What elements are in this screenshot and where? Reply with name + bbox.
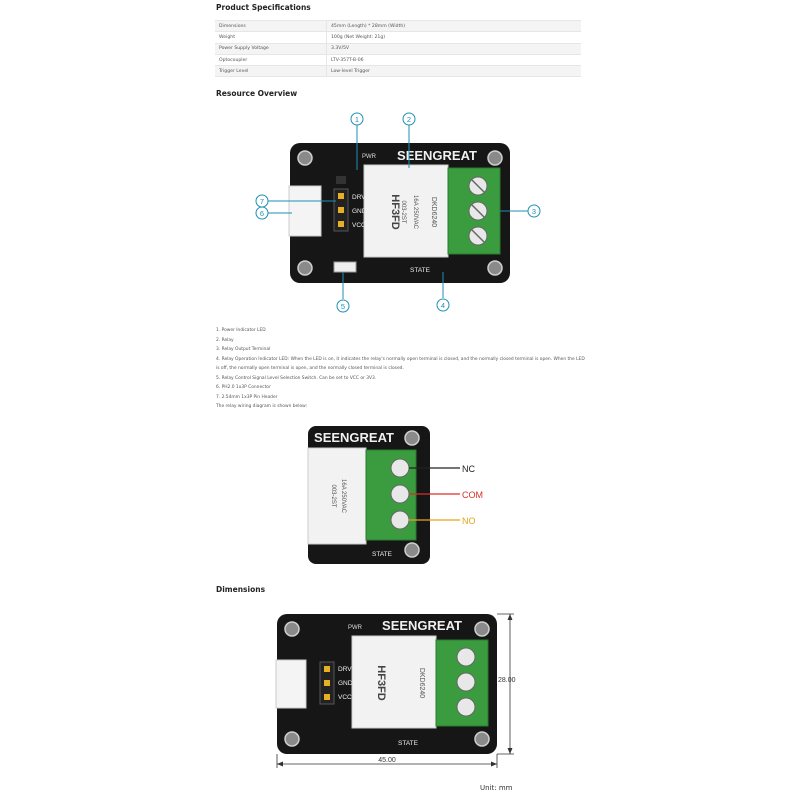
list-item: The relay wiring diagram is shown below: [216,404,307,409]
brand-label: SEENGREAT [314,430,394,445]
relay-rating: 16A 250VAC [412,195,418,230]
svg-text:SEENGREAT: SEENGREAT [382,618,462,633]
brand-label: SEENGREAT [397,148,477,163]
svg-text:STATE: STATE [372,551,393,558]
list-item: 1. Power Indicator LED [216,328,266,333]
svg-text:003-2ST: 003-2ST [330,484,336,507]
callout-4 [436,298,450,312]
height-dimension: 28.00 [498,677,516,684]
callout-7 [255,194,269,208]
notes-list: 1. Power Indicator LED 2. Relay 3. Relay… [216,326,586,412]
overview-diagram: SEENGREAT PWR HF3FD 003-2ST 16A 250VAC D… [255,112,541,313]
overview-title: Resource Overview [216,89,298,98]
level-switch [333,261,357,273]
width-dimension: 45.00 [378,757,396,764]
unit-label: Unit: mm [480,784,513,792]
svg-text:7: 7 [260,197,264,206]
com-label: COM [462,490,483,500]
svg-text:PWR: PWR [348,625,363,631]
svg-text:GND: GND [338,680,353,687]
callout-3 [527,204,541,218]
svg-text:3: 3 [532,207,536,216]
list-item: 4. Relay Operation Indicator LED: When t… [216,356,585,372]
list-item: 2. Relay [216,337,234,343]
specs-title: Product Specifications [216,3,311,12]
led-chip [336,176,346,184]
pin-drv-label: DRV [352,194,366,201]
list-item: 6. PH2.0 1x3P Connector [216,385,271,390]
relay-code: 003-2ST [400,200,406,223]
svg-text:VCC: VCC [338,694,352,701]
relay [307,447,367,545]
relay-cert: DKD6240 [430,197,437,227]
svg-text:4: 4 [441,301,445,310]
relay-model: HF3FD [389,194,401,230]
dimensions-title: Dimensions [216,585,266,594]
nc-label: NC [462,464,475,474]
state-label: STATE [410,267,431,274]
list-item: 5. Relay Control Signal Level Selection … [216,375,377,381]
relay [351,635,437,729]
pin-gnd-label: GND [352,208,367,215]
svg-text:DRV: DRV [338,666,352,673]
callout-1 [350,112,364,126]
svg-text:2: 2 [407,115,411,124]
dimensions-diagram: SEENGREAT PWR HF3FD DKD6240 DRV GND VCC … [275,613,516,768]
svg-text:16A 250VAC: 16A 250VAC [340,479,346,514]
screw-holes [297,150,503,276]
svg-text:5: 5 [341,302,345,311]
no-label: NO [462,516,476,526]
callout-2 [402,112,416,126]
callout-5 [336,299,350,313]
svg-text:HF3FD: HF3FD [375,665,387,701]
svg-text:DKD6240: DKD6240 [418,668,425,698]
list-item: 7. 2.54mm 1x3P Pin Header [216,394,278,400]
svg-text:6: 6 [260,209,264,218]
svg-text:1: 1 [355,115,359,124]
svg-text:STATE: STATE [398,740,419,747]
wiring-diagram: SEENGREAT 003-2ST 16A 250VAC NC COM NO S… [307,426,483,564]
pin-vcc-label: VCC [352,222,366,229]
pwr-label: PWR [362,154,377,160]
ph20-connector [288,185,322,237]
ph20-connector [275,659,307,709]
list-item: 3. Relay Output Terminal [216,347,271,352]
